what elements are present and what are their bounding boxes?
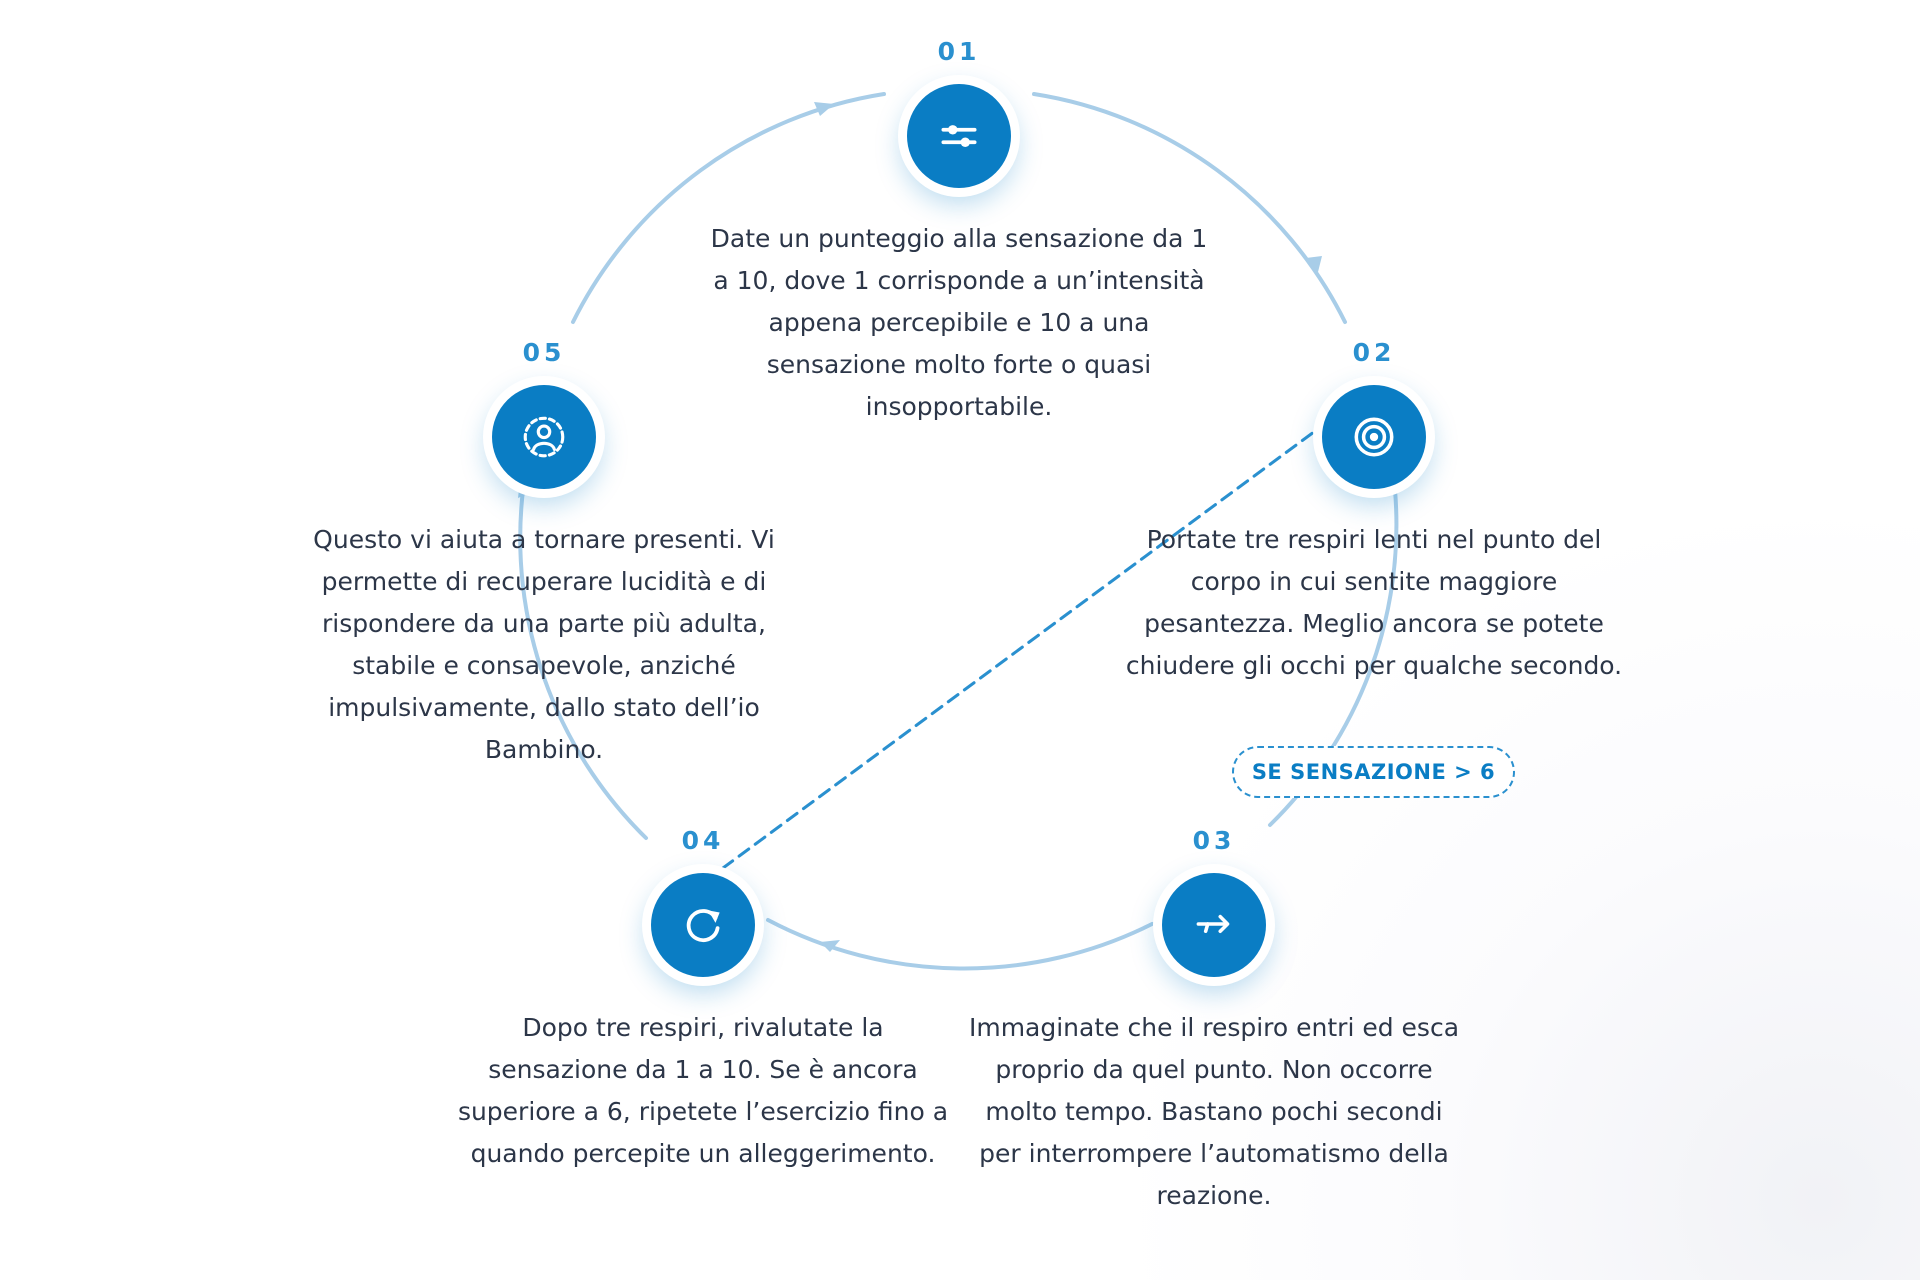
step-text-04: Dopo tre respiri, rivalutate la sensazio… (457, 1013, 949, 1168)
step-text-01: Date un punteggio alla sensazione da 1 a… (710, 224, 1208, 421)
ring-arc-03-04 (766, 918, 1154, 971)
step-node-03[interactable] (1162, 873, 1266, 977)
step-node-04[interactable] (651, 873, 755, 977)
step-number-01: 01 (937, 37, 981, 66)
step-number-03: 03 (1192, 826, 1236, 855)
refresh-icon (686, 909, 720, 942)
step-number-05: 05 (522, 338, 566, 367)
step-text-05: Questo vi aiuta a tornare presenti. Vi p… (313, 525, 775, 764)
step-text-03: Immaginate che il respiro entri ed esca … (968, 1013, 1460, 1210)
step-number-02: 02 (1352, 338, 1396, 367)
person-return-icon (523, 416, 565, 458)
ring-arrow (820, 940, 840, 952)
breath-flow-icon (1196, 914, 1230, 934)
ring-arrow (1306, 256, 1322, 272)
step-node-02[interactable] (1322, 385, 1426, 489)
step-text-02: Portate tre respiri lenti nel punto del … (1125, 525, 1623, 680)
target-icon (1354, 417, 1394, 457)
step-node-01[interactable] (907, 84, 1011, 188)
step-node-05[interactable] (492, 385, 596, 489)
repeat-condition-badge: SE SENSAZIONE > 6 (1232, 746, 1515, 798)
ring-arrow (814, 102, 834, 116)
step-number-04: 04 (681, 826, 725, 855)
sliders-icon (941, 125, 977, 147)
